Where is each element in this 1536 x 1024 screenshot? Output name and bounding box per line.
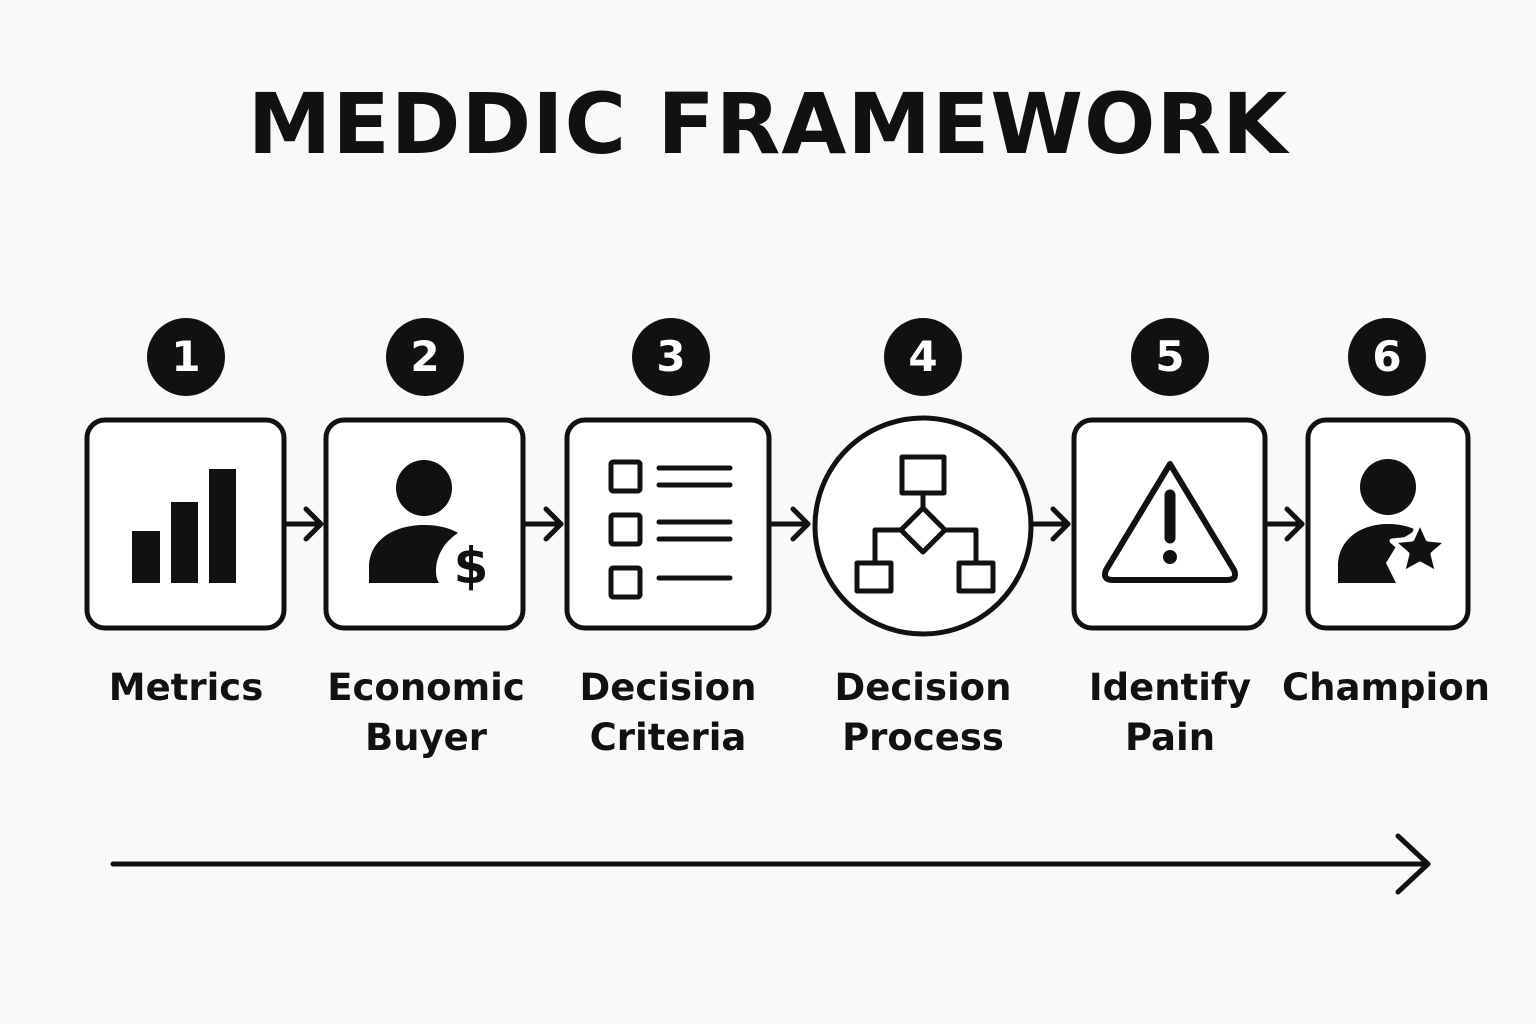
- person-star-icon: [1338, 459, 1451, 583]
- step-3-badge: 3: [632, 318, 710, 396]
- flowchart-icon: [854, 454, 996, 594]
- warning-icon: [1101, 461, 1239, 583]
- step-4-circle: [812, 415, 1034, 637]
- step-4-label: Decision Process: [834, 666, 1012, 759]
- step-3-box: [564, 417, 772, 631]
- svg-text:$: $: [454, 537, 489, 595]
- step-6-badge: 6: [1348, 318, 1426, 396]
- step-6-label: Champion: [1282, 666, 1490, 709]
- connector-arrow-4: [1030, 506, 1071, 542]
- connector-arrow-2: [522, 506, 564, 542]
- connector-arrow-1: [283, 506, 324, 542]
- step-2-label: Economic Buyer: [327, 666, 525, 759]
- step-5-badge: 5: [1131, 318, 1209, 396]
- step-2-badge: 2: [386, 318, 464, 396]
- step-3-label: Decision Criteria: [579, 666, 757, 759]
- step-5-box: [1071, 417, 1268, 631]
- page-title: MEDDIC FRAMEWORK: [247, 75, 1289, 173]
- step-5-label: Identify Pain: [1088, 666, 1252, 759]
- bar-chart-icon: [132, 469, 236, 583]
- checklist-icon: [608, 459, 733, 600]
- step-1-badge: 1: [147, 318, 225, 396]
- step-6-box: [1305, 417, 1471, 631]
- step-1-label: Metrics: [108, 666, 264, 709]
- step-2-box: $: [323, 417, 526, 631]
- person-dollar-icon: $: [369, 460, 488, 595]
- step-1-box: [84, 417, 287, 631]
- connector-arrow-5: [1264, 506, 1305, 542]
- step-4-badge: 4: [884, 318, 962, 396]
- timeline-arrow: [110, 833, 1431, 895]
- connector-arrow-3: [768, 506, 811, 542]
